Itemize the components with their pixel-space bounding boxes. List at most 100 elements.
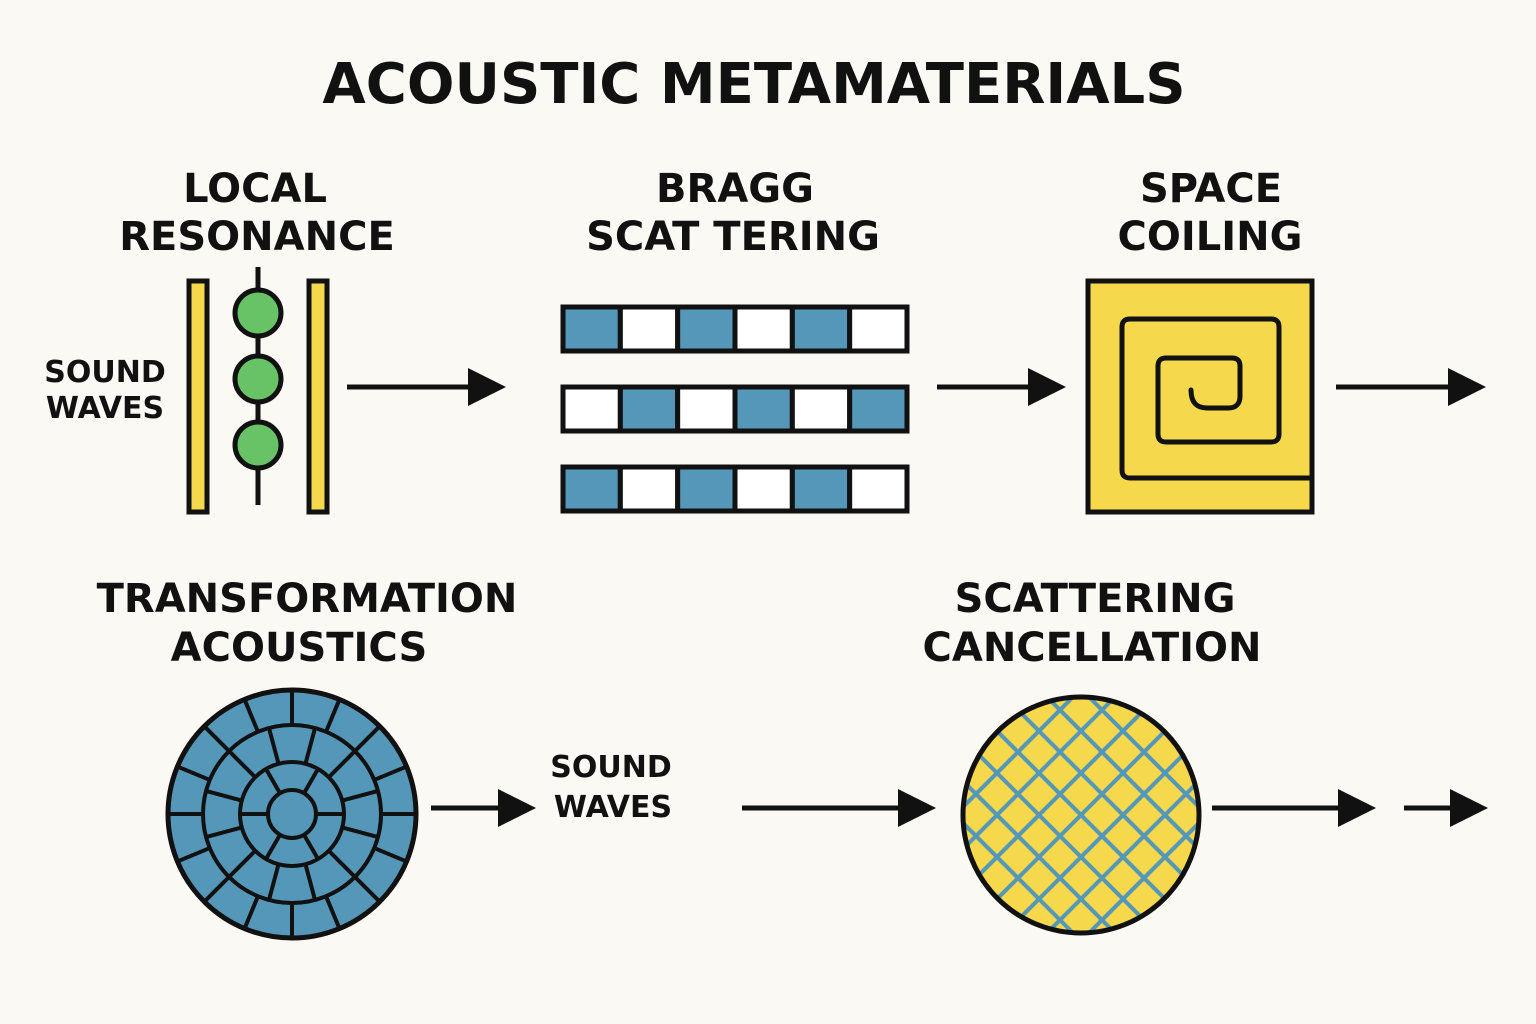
arrow-head: [1028, 368, 1066, 406]
bragg-cell: [560, 384, 623, 434]
panel-space-coiling: SPACE COILING: [1085, 166, 1315, 515]
arrow-head: [1338, 789, 1376, 827]
bragg-cell: [732, 384, 795, 434]
resonator-mass-3: [232, 419, 284, 471]
mesh-line: [963, 697, 1199, 933]
resonator-mass-2: [232, 353, 284, 405]
panel-local-resonance: LOCAL RESONANCE SOUND WAVES: [44, 166, 395, 515]
cloak-radial: [327, 749, 357, 779]
right-plate: [306, 278, 330, 515]
coil-channel: [1119, 316, 1313, 481]
resonator-icon: [186, 267, 330, 515]
cancellation-disk-icon: [960, 615, 1536, 1015]
bragg-cell: [789, 384, 853, 434]
bragg-cell: [560, 304, 623, 354]
bragg-cell: [675, 304, 738, 354]
bragg-title-line2: SCAT TERING: [586, 214, 880, 260]
cloak-radial: [353, 724, 382, 753]
cloak-radial: [267, 727, 281, 765]
cloak-radial: [341, 825, 379, 839]
arrow-right-icon: [347, 368, 506, 406]
bragg-cell: [675, 384, 738, 434]
cloak-radial: [227, 749, 257, 779]
transformation-label-line2: WAVES: [554, 790, 672, 825]
cloak-radial: [227, 849, 257, 879]
bragg-cell: [617, 464, 681, 514]
transformation-label-line1: SOUND: [550, 750, 671, 785]
panel-scattering-cancellation: SCATTERING CANCELLATION: [923, 576, 1536, 1015]
local-resonance-label-line1: SOUND: [44, 355, 165, 390]
cloak-radial: [373, 764, 408, 782]
bragg-cell: [789, 304, 853, 354]
bragg-cell: [617, 384, 681, 434]
cloak-radial: [267, 863, 281, 901]
coiled-channel-icon: [1085, 278, 1315, 515]
arrow-head: [498, 789, 536, 827]
cloak-radial: [205, 825, 243, 839]
bragg-cell: [675, 464, 738, 514]
bragg-cell: [732, 304, 795, 354]
cloak-radial: [205, 789, 243, 803]
bragg-cell: [732, 464, 795, 514]
arrow-right-icon: [1212, 789, 1376, 827]
cloak-radial: [324, 895, 342, 930]
arrow-head: [1448, 368, 1486, 406]
resonator-mass-1: [232, 287, 284, 339]
space-coiling-title-line2: COILING: [1118, 214, 1303, 260]
cancellation-title-line1: SCATTERING: [955, 576, 1236, 622]
arrows: [347, 368, 1488, 827]
cloak-radial: [176, 846, 211, 864]
cloak-radial: [302, 833, 320, 861]
diagram-title: ACOUSTIC METAMATERIALS: [322, 52, 1185, 117]
mesh-line: [963, 697, 1199, 933]
cancellation-title-line2: CANCELLATION: [923, 625, 1262, 671]
bragg-lattice-icon: [560, 304, 910, 514]
cloak-radial: [373, 846, 408, 864]
arrow-right-icon: [1336, 368, 1486, 406]
transformation-title-line1: TRANSFORMATION: [97, 576, 518, 622]
mesh-line: [1217, 615, 1536, 1015]
cancellation-disk-outline: [960, 694, 1202, 936]
cloak-radial: [353, 875, 382, 904]
transformation-title-line2: ACOUSTICS: [171, 625, 428, 671]
cloak-radial: [303, 863, 317, 901]
left-plate: [186, 278, 210, 515]
cloak-radial: [176, 764, 211, 782]
bragg-cell: [560, 464, 623, 514]
cancellation-mesh: [963, 615, 1536, 1015]
mesh-line: [963, 697, 1199, 933]
cloak-radial: [202, 724, 231, 753]
bragg-row-outline: [560, 384, 910, 434]
cloak-radial: [327, 849, 357, 879]
cloak-radial: [324, 698, 342, 733]
local-resonance-title-line2: RESONANCE: [119, 214, 395, 260]
cloak-radial: [303, 727, 317, 765]
bragg-cell: [847, 384, 910, 434]
mesh-line: [963, 697, 1199, 933]
cloak-radial: [341, 789, 379, 803]
arrow-right-icon: [742, 789, 936, 827]
arrow-head: [1450, 789, 1488, 827]
cloak-radial: [242, 895, 260, 930]
cloak-radial: [264, 767, 282, 795]
cloak-radial: [242, 698, 260, 733]
panel-transformation-acoustics: TRANSFORMATION ACOUSTICS SOUND WAVES: [97, 576, 672, 941]
bragg-row-outline: [560, 304, 910, 354]
mesh-line: [1217, 615, 1536, 1015]
cloak-radial: [302, 767, 320, 795]
bragg-cell: [847, 464, 910, 514]
mesh-line: [963, 697, 1199, 933]
bragg-cell: [847, 304, 910, 354]
cloak-radial: [202, 875, 231, 904]
panel-bragg-scattering: BRAGG SCAT TERING: [560, 166, 910, 514]
space-coiling-title-line1: SPACE: [1140, 166, 1282, 212]
arrow-right-icon: [431, 789, 536, 827]
bragg-title-line1: BRAGG: [656, 166, 814, 212]
cloak-radial: [264, 833, 282, 861]
bragg-row-outline: [560, 464, 910, 514]
arrow-head: [898, 789, 936, 827]
bragg-cell: [617, 304, 681, 354]
bragg-cell: [789, 464, 853, 514]
cloak-disk-icon: [165, 687, 419, 941]
